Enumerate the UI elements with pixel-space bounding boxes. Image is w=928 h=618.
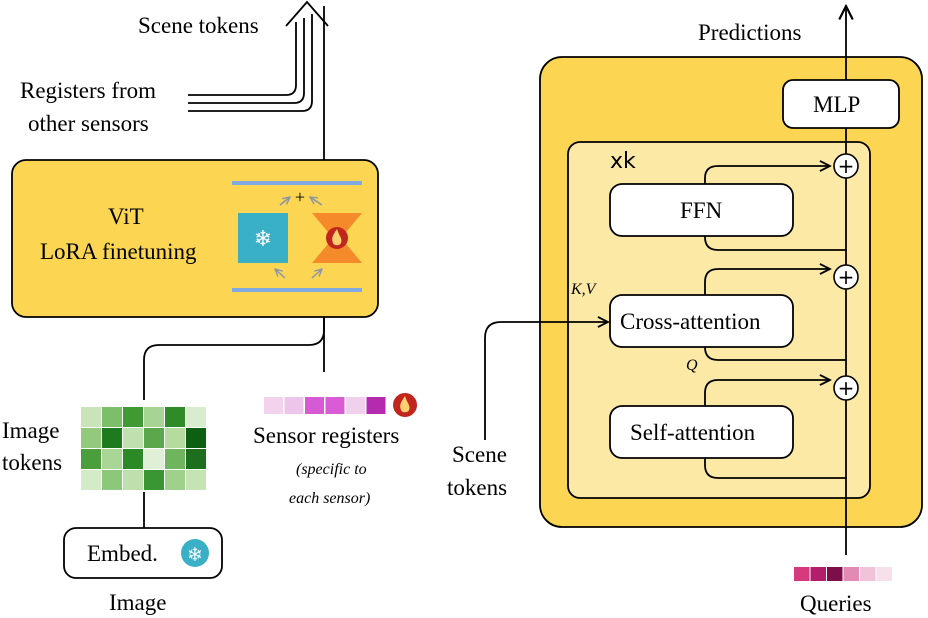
predictions-label: Predictions xyxy=(698,20,802,45)
embed-block xyxy=(63,527,223,579)
image-token-cell xyxy=(81,449,101,469)
query-token xyxy=(860,567,876,581)
image-token-cell xyxy=(123,470,143,490)
add-node-cross xyxy=(833,264,859,290)
image-token-cell xyxy=(186,470,206,490)
query-token xyxy=(876,567,892,581)
add-node-ffn-plus: + xyxy=(838,154,855,178)
cross-attention-block xyxy=(609,294,794,348)
mlp-block xyxy=(782,79,900,129)
scene-tokens-input-line1: Scene xyxy=(452,442,507,467)
image-token-cell xyxy=(165,449,185,469)
cross-attention-label: Cross-attention xyxy=(620,309,761,334)
image-token-cell xyxy=(81,407,101,427)
image-token-cell xyxy=(165,470,185,490)
scene-tokens-output-label: Scene tokens xyxy=(138,13,259,38)
query-token xyxy=(810,567,826,581)
sensor-registers-label: Sensor registers xyxy=(253,423,399,448)
sensor-register-token xyxy=(325,397,345,414)
mlp-label: MLP xyxy=(813,92,860,117)
ffn-label: FFN xyxy=(680,198,723,223)
add-node-self xyxy=(833,375,859,401)
image-token-cell xyxy=(123,449,143,469)
image-token-cell xyxy=(102,449,122,469)
image-token-cell xyxy=(102,407,122,427)
registers-label-line2: other sensors xyxy=(28,111,149,136)
ffn-block xyxy=(609,183,794,237)
query-token xyxy=(827,567,843,581)
sensor-registers-row xyxy=(264,397,386,414)
scene-tokens-input-line2: tokens xyxy=(447,475,507,500)
residual-branches xyxy=(484,166,846,479)
image-token-cell xyxy=(186,449,206,469)
snowflake-icon: ❄ xyxy=(254,227,272,252)
query-label: Q xyxy=(686,357,698,374)
embed-frozen-badge xyxy=(181,539,209,567)
image-label: Image xyxy=(109,590,166,615)
sensor-specific-note-line2: each sensor) xyxy=(289,490,370,507)
sensor-specific-note-line1: (specific to xyxy=(296,461,367,478)
image-token-cell xyxy=(144,470,164,490)
lora-illustration: ❄ + xyxy=(232,181,362,292)
embed-label: Embed. xyxy=(87,541,158,566)
image-token-cell xyxy=(165,407,185,427)
self-attention-block xyxy=(609,405,794,459)
image-token-cell xyxy=(144,428,164,448)
query-token xyxy=(794,567,810,581)
image-token-cell xyxy=(123,407,143,427)
snowflake-icon: ❄ xyxy=(187,544,203,566)
image-token-cell xyxy=(123,428,143,448)
image-token-cell xyxy=(144,449,164,469)
image-tokens-label-line1: Image xyxy=(2,418,59,443)
queries-row xyxy=(794,567,892,581)
lora-plus-sign: + xyxy=(295,187,305,207)
image-token-cell xyxy=(144,407,164,427)
image-tokens-grid xyxy=(81,407,206,490)
image-token-cell xyxy=(102,428,122,448)
sensor-register-token xyxy=(284,397,304,414)
image-token-cell xyxy=(102,470,122,490)
image-token-cell xyxy=(186,428,206,448)
sensor-register-token xyxy=(366,397,386,414)
add-node-ffn xyxy=(833,153,859,179)
sensor-register-token xyxy=(305,397,324,414)
frozen-weights-block xyxy=(238,213,288,263)
residual-add-nodes: + + + xyxy=(833,153,859,401)
self-attention-label: Self-attention xyxy=(630,420,756,445)
image-token-cell xyxy=(165,428,185,448)
repeat-count-label: xk xyxy=(610,149,636,174)
image-token-cell xyxy=(81,470,101,490)
flame-icon xyxy=(332,229,342,246)
registers-label-line1: Registers from xyxy=(20,78,156,103)
queries-label: Queries xyxy=(800,591,872,616)
add-node-cross-plus: + xyxy=(838,265,855,289)
key-value-label: K,V xyxy=(570,281,598,298)
vit-input-lines xyxy=(143,317,325,528)
flame-icon xyxy=(400,396,410,413)
add-node-self-plus: + xyxy=(838,376,855,400)
vit-label: ViT xyxy=(108,204,144,229)
image-token-cell xyxy=(186,407,206,427)
sensor-register-token xyxy=(346,397,365,414)
image-token-cell xyxy=(81,428,101,448)
sensor-register-token xyxy=(264,397,283,414)
image-tokens-label-line2: tokens xyxy=(2,450,62,475)
query-token xyxy=(843,567,859,581)
lora-finetuning-label: LoRA finetuning xyxy=(40,239,197,264)
